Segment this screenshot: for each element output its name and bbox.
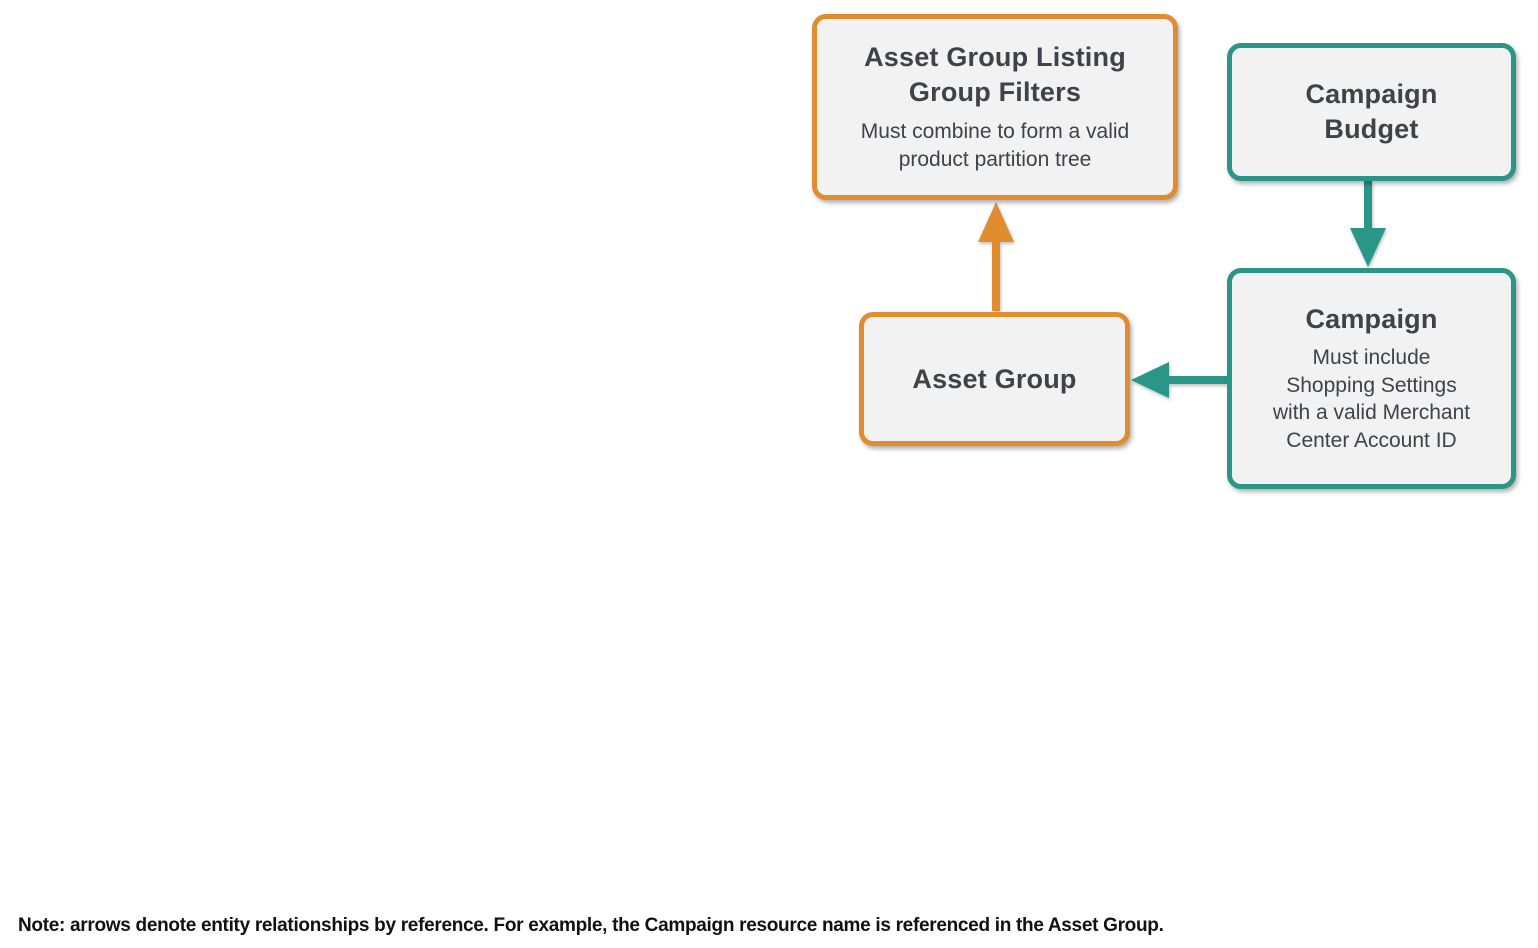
arrow-campaign-to-asset-group bbox=[1131, 362, 1227, 398]
arrow-asset-group-to-listing-filters bbox=[978, 202, 1014, 311]
node-title: Asset Group Listing Group Filters bbox=[864, 42, 1126, 107]
node-asset-group: Asset Group bbox=[859, 312, 1130, 446]
node-title: Asset Group bbox=[912, 363, 1077, 394]
node-title: Campaign Budget bbox=[1305, 79, 1438, 144]
node-subtitle: Must combine to form a valid product par… bbox=[860, 120, 1130, 172]
node-title: Campaign bbox=[1305, 304, 1438, 335]
node-asset-group-listing-group-filters: Asset Group Listing Group Filters Must c… bbox=[812, 14, 1178, 200]
arrow-campaign-budget-to-campaign bbox=[1350, 181, 1386, 267]
footnote: Note: arrows denote entity relationships… bbox=[18, 915, 1164, 936]
node-campaign-budget: Campaign Budget bbox=[1227, 43, 1516, 181]
node-campaign: Campaign Must include Shopping Settings … bbox=[1227, 268, 1516, 489]
node-subtitle: Must include Shopping Settings with a va… bbox=[1272, 345, 1471, 452]
